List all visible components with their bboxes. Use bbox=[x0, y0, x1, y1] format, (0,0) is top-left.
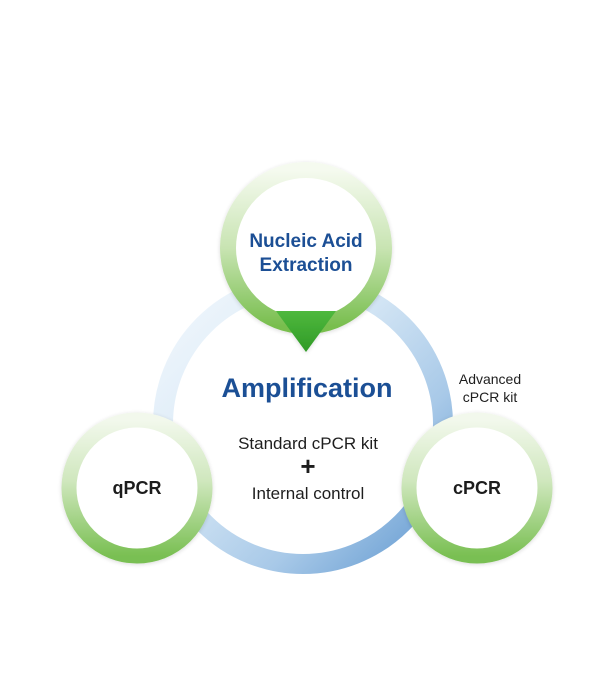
extraction-label-line1: Nucleic Acid bbox=[249, 231, 362, 252]
cpcr-node: cPCR bbox=[401, 412, 553, 564]
extraction-label-line2: Extraction bbox=[260, 255, 353, 276]
amplification-title: Amplification bbox=[221, 373, 392, 403]
cpcr-ring bbox=[401, 412, 553, 564]
qpcr-ring bbox=[61, 412, 213, 564]
extraction-node: Nucleic Acid Extraction bbox=[220, 162, 392, 352]
qpcr-node: qPCR bbox=[61, 412, 213, 564]
standard-kit-label: Standard cPCR kit bbox=[238, 434, 378, 453]
advanced-kit-note: Advanced cPCR kit bbox=[459, 371, 521, 405]
plus-sign: + bbox=[300, 451, 315, 481]
qpcr-label: qPCR bbox=[113, 478, 162, 498]
cpcr-label: cPCR bbox=[453, 478, 501, 498]
internal-control-label: Internal control bbox=[252, 484, 364, 503]
down-arrow-icon bbox=[276, 311, 336, 352]
advanced-kit-line1: Advanced bbox=[459, 371, 521, 387]
advanced-kit-line2: cPCR kit bbox=[463, 389, 518, 405]
